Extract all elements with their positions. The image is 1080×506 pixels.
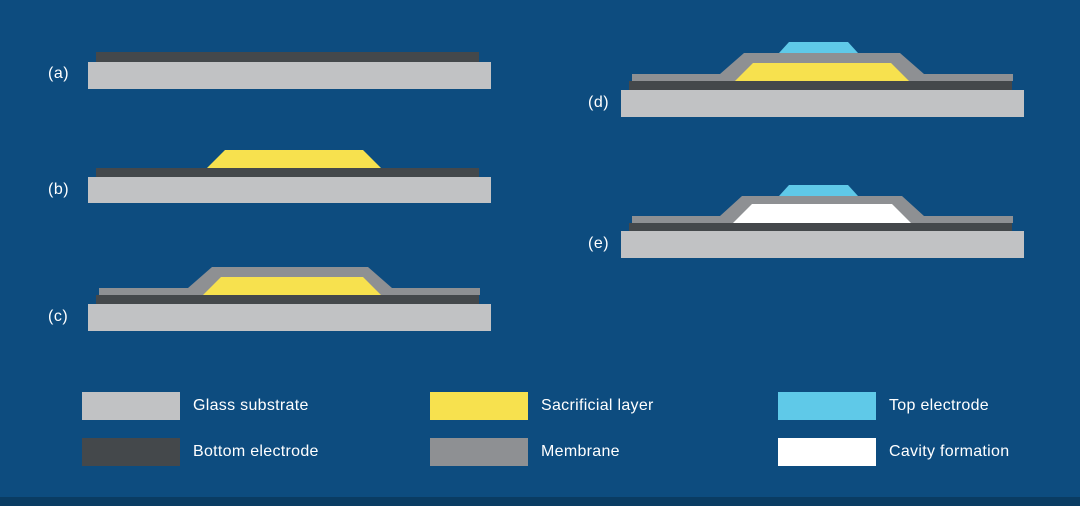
step-d-diagram [621,42,1024,117]
sacrificial-layer-swatch [430,392,528,420]
step-label-e: (e) [588,235,610,252]
sacrificial-layer [203,277,381,295]
top-electrode-layer [779,185,858,196]
step-e-diagram [621,185,1024,258]
step-c-diagram [88,267,491,331]
legend-label: Top electrode [889,397,989,414]
bottom-electrode-swatch [82,438,180,466]
legend-item-glass-substrate: Glass substrate [82,392,430,420]
step-label-b: (b) [48,181,70,198]
top-electrode-swatch [778,392,876,420]
glass-substrate-layer [621,90,1024,117]
bottom-electrode-layer [96,295,479,304]
bottom-electrode-layer [629,81,1012,90]
step-b-diagram [88,150,491,203]
glass-substrate-layer [88,177,491,203]
step-label-a: (a) [48,65,70,82]
sacrificial-layer [207,150,381,168]
glass-substrate-swatch [82,392,180,420]
glass-substrate-layer [88,304,491,331]
legend-label: Membrane [541,443,620,460]
glass-substrate-layer [88,62,491,89]
bottom-electrode-layer [96,168,479,177]
legend-item-cavity-formation: Cavity formation [778,438,1080,466]
membrane-swatch [430,438,528,466]
step-label-d: (d) [588,94,610,111]
legend-label: Cavity formation [889,443,1010,460]
glass-substrate-layer [621,231,1024,258]
legend-label: Glass substrate [193,397,309,414]
sacrificial-layer [735,63,909,81]
legend-item-sacrificial-layer: Sacrificial layer [430,392,778,420]
legend-label: Bottom electrode [193,443,319,460]
bottom-electrode-layer [96,52,479,62]
cavity-region [733,204,911,223]
cavity-formation-swatch [778,438,876,466]
legend-item-membrane: Membrane [430,438,778,466]
top-electrode-layer [779,42,858,53]
step-label-c: (c) [48,308,69,325]
legend-item-top-electrode: Top electrode [778,392,1080,420]
bottom-border-band [0,497,1080,506]
bottom-electrode-layer [629,223,1012,231]
legend: Glass substrate Sacrificial layer Top el… [82,392,1080,466]
legend-label: Sacrificial layer [541,397,654,414]
legend-item-bottom-electrode: Bottom electrode [82,438,430,466]
step-a-diagram [88,52,491,89]
